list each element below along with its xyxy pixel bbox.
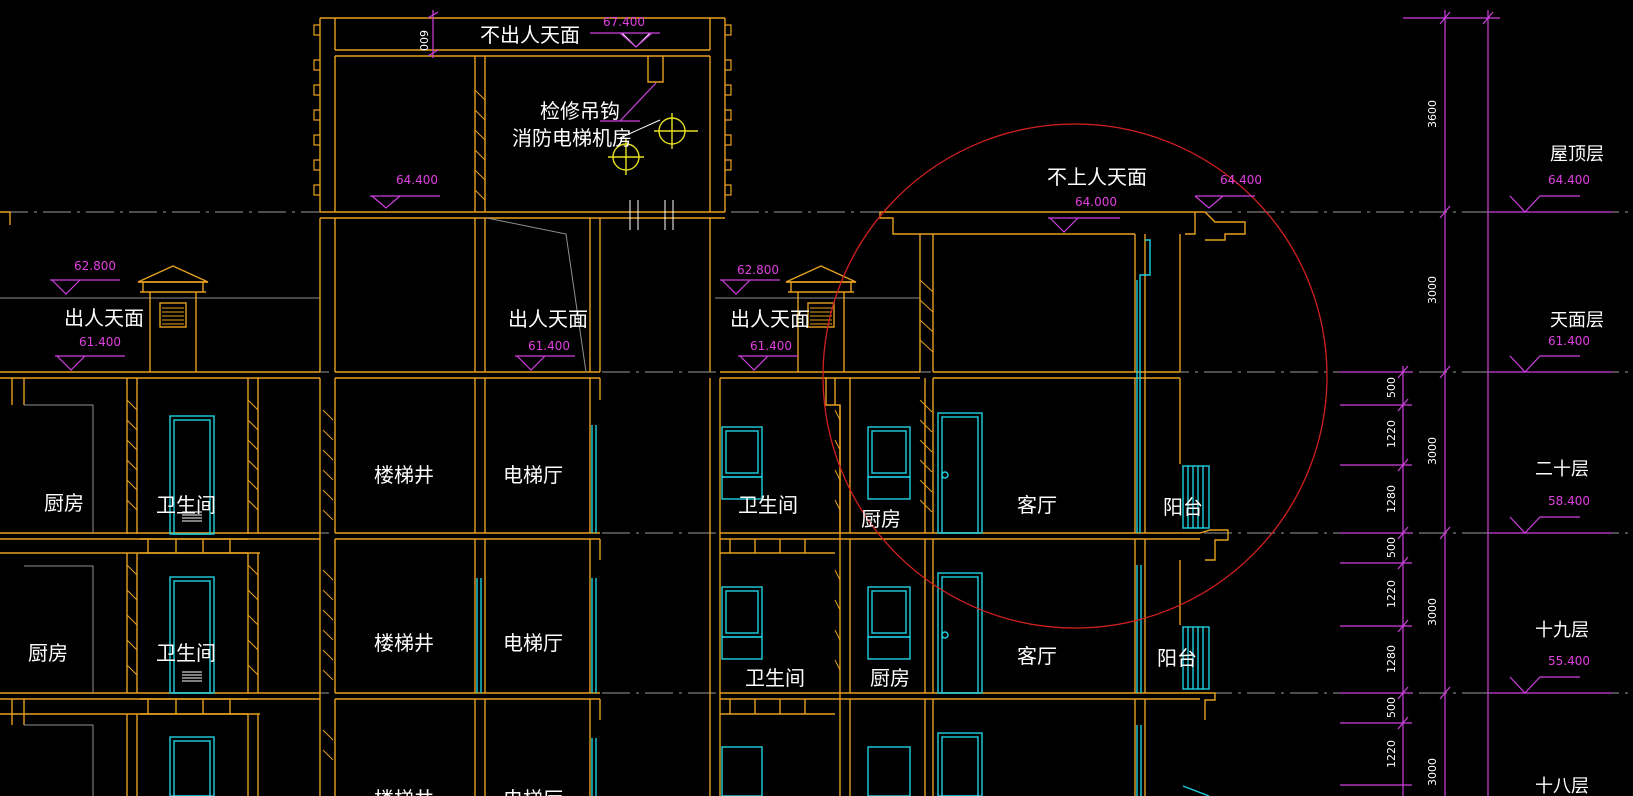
room-bath-middle-f19: 卫生间 [745, 666, 805, 690]
dim-inner-2: 1280 [1385, 485, 1398, 513]
rooms-floor-20: 厨房 卫生间 楼梯井 电梯厅 卫生间 厨房 客厅 阳台 [44, 463, 1203, 531]
roof-vent-hut-middle [785, 265, 857, 372]
core-walls [319, 17, 726, 796]
floor-name-18: 十八层 [1535, 776, 1589, 796]
room-elevator-hall-f18: 电梯厅 [503, 787, 563, 796]
core-cyan-strips [476, 425, 597, 796]
floor-elev-19: 55.400 [1548, 654, 1590, 668]
dim-inner-6: 500 [1385, 697, 1398, 718]
room-stairwell-f19: 楼梯井 [374, 631, 434, 655]
elev-62800-left: 62.800 [74, 259, 116, 273]
balcony-railings [1182, 465, 1210, 796]
room-bath-middle-f20: 卫生间 [738, 493, 798, 517]
elev-61400-middle: 61.400 [750, 339, 792, 353]
dimension-lines [1340, 10, 1612, 796]
middle-unit-walls [709, 218, 934, 796]
room-bath-left-f20: 卫生间 [156, 493, 216, 517]
elev-61400-left: 61.400 [79, 335, 121, 349]
dim-outer-2: 3000 [1426, 437, 1439, 465]
revision-cloud-circle [822, 123, 1328, 629]
rooms-floor-19: 厨房 卫生间 楼梯井 电梯厅 卫生间 厨房 客厅 阳台 [28, 631, 1197, 690]
left-unit-walls [0, 211, 320, 796]
dimension-chain-inner-labels: 500 1220 1280 500 1220 1280 500 1220 [1385, 377, 1398, 768]
dim-inner-1: 1220 [1385, 420, 1398, 448]
room-bath-left-f19: 卫生间 [156, 641, 216, 665]
room-kitchen-left-f19: 厨房 [28, 641, 68, 665]
label-fire-elevator-machine-room: 消防电梯机房 [512, 126, 632, 150]
elevation-labels: 67.400 64.400 64.400 64.000 62.800 62.80… [74, 15, 1262, 353]
floor-name-19: 十九层 [1535, 620, 1589, 641]
left-bath-doors [169, 415, 215, 796]
roof-labels: 不出人天面 不上人天面 检修吊钩 消防电梯机房 出人天面 出人天面 出人天面 [64, 23, 1147, 331]
roof-vent-hut-left [137, 265, 209, 372]
room-stairwell-f18: 楼梯井 [374, 787, 434, 796]
right-wall-hatch [834, 279, 934, 671]
elev-64000: 64.000 [1075, 195, 1117, 209]
floor-elev-roof-deck: 61.400 [1548, 334, 1590, 348]
right-unit-walls [879, 211, 1246, 796]
elevation-markers [50, 32, 1255, 371]
parapet-dimension [427, 10, 439, 58]
dim-outer-3: 3000 [1426, 598, 1439, 626]
room-balcony-f19: 阳台 [1157, 646, 1197, 670]
room-elevator-hall-f20: 电梯厅 [503, 463, 563, 487]
label-hoist-hook: 检修吊钩 [540, 99, 620, 123]
room-elevator-hall-f19: 电梯厅 [503, 631, 563, 655]
rooms-floor-18: 楼梯井 电梯厅 [374, 787, 563, 796]
core-parapet-notches [313, 24, 732, 196]
dim-inner-5: 1280 [1385, 645, 1398, 673]
core-wall-hatch [322, 89, 486, 761]
floor-elev-20: 58.400 [1548, 494, 1590, 508]
elev-61400-core: 61.400 [528, 339, 570, 353]
dim-inner-4: 1220 [1385, 580, 1398, 608]
room-kitchen-middle-f20: 厨房 [861, 507, 901, 531]
label-access-roof-left: 出人天面 [64, 306, 144, 330]
dim-outer-0: 3600 [1426, 100, 1439, 128]
room-living-f20: 客厅 [1017, 493, 1057, 517]
floor-level-labels: 屋顶层 64.400 天面层 61.400 二十层 58.400 十九层 55.… [1535, 144, 1604, 796]
dim-inner-0: 500 [1385, 377, 1398, 398]
right-unit-glazing [937, 239, 1151, 796]
label-no-access-roof-core: 不出人天面 [480, 23, 580, 47]
label-access-roof-core: 出人天面 [508, 307, 588, 331]
label-no-access-roof-right: 不上人天面 [1047, 165, 1147, 189]
dim-outer-4: 3000 [1426, 758, 1439, 786]
floor-name-20: 二十层 [1535, 459, 1589, 480]
label-access-roof-middle: 出人天面 [730, 307, 810, 331]
dim-inner-7: 1220 [1385, 740, 1398, 768]
elev-67400: 67.400 [603, 15, 645, 29]
elevator-machine-symbols [600, 82, 698, 230]
elev-64400-core: 64.400 [396, 173, 438, 187]
parapet-height-600: 600 [417, 30, 430, 51]
room-balcony-f20: 阳台 [1163, 495, 1203, 519]
floor-name-roof: 屋顶层 [1550, 144, 1604, 165]
room-living-f19: 客厅 [1017, 644, 1057, 668]
floor-elev-roof: 64.400 [1548, 173, 1590, 187]
room-stairwell-f20: 楼梯井 [374, 463, 434, 487]
room-kitchen-middle-f19: 厨房 [870, 666, 910, 690]
dim-outer-1: 3000 [1426, 276, 1439, 304]
middle-unit-windows [721, 426, 911, 796]
elev-64400-right: 64.400 [1220, 173, 1262, 187]
dim-inner-3: 500 [1385, 537, 1398, 558]
elev-62800-middle: 62.800 [737, 263, 779, 277]
floor-name-roof-deck: 天面层 [1550, 310, 1604, 331]
dimension-chain-outer-labels: 3600 3000 3000 3000 3000 [1426, 100, 1439, 786]
room-kitchen-left-f20: 厨房 [44, 491, 84, 515]
left-wall-hatch [126, 399, 259, 676]
